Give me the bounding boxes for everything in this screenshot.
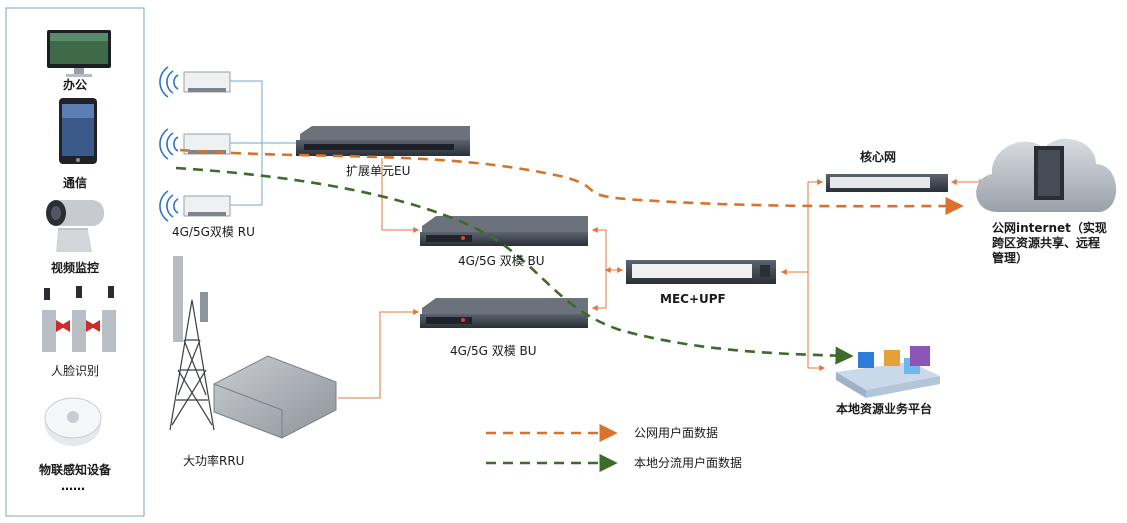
local-flow-line xyxy=(175,166,854,365)
monitor-icon xyxy=(47,30,111,77)
smoke-sensor-icon xyxy=(44,397,102,446)
ru-unit-3 xyxy=(183,195,231,217)
local-resource-platform xyxy=(836,346,940,398)
label-video: 视频监控 xyxy=(50,261,100,275)
bu-rack-1 xyxy=(420,216,588,246)
label-bu-1: 4G/5G 双模 BU xyxy=(458,254,545,268)
legend-label-local: 本地分流用户面数据 xyxy=(634,456,743,470)
antenna-panel xyxy=(173,256,183,342)
core-network-server xyxy=(826,174,948,192)
ru-unit-1 xyxy=(183,71,231,93)
label-comms: 通信 xyxy=(62,176,88,190)
mec-upf-server xyxy=(626,260,776,284)
label-office: 办公 xyxy=(62,78,88,92)
label-core: 核心网 xyxy=(860,150,897,164)
antenna-tower xyxy=(169,299,215,431)
label-internet-line-1: 公网internet（实现 xyxy=(992,221,1107,235)
cloud-internet-icon xyxy=(976,138,1117,212)
label-ru: 4G/5G双模 RU xyxy=(172,225,255,239)
legend-label-public: 公网用户面数据 xyxy=(634,426,719,440)
rru-box xyxy=(213,355,337,439)
face-recognition-gate-icon xyxy=(42,286,116,352)
label-internet: 公网internet（实现 跨区资源共享、远程 管理） xyxy=(992,221,1107,266)
label-internet-line-3: 管理） xyxy=(992,251,1029,265)
cctv-camera-icon xyxy=(46,200,104,252)
mec-core-links xyxy=(780,179,986,371)
ru-eu-links xyxy=(230,80,298,206)
label-bu-2: 4G/5G 双模 BU xyxy=(450,344,537,358)
label-iot: 物联感知设备 xyxy=(38,463,112,477)
bu-mec-links xyxy=(591,227,624,311)
label-more: …… xyxy=(61,479,85,493)
bu-rack-2 xyxy=(420,298,588,328)
label-rru: 大功率RRU xyxy=(183,454,245,468)
public-flow-line xyxy=(179,148,964,216)
label-internet-line-2: 跨区资源共享、远程 xyxy=(992,236,1101,250)
label-local-platform: 本地资源业务平台 xyxy=(836,402,933,416)
antenna-feed xyxy=(200,292,208,322)
wifi-signal-icon xyxy=(159,66,179,222)
label-eu: 扩展单元EU xyxy=(346,164,411,178)
eu-rack xyxy=(296,126,470,156)
smartphone-icon xyxy=(59,98,97,164)
label-mec: MEC+UPF xyxy=(660,292,726,306)
label-face: 人脸识别 xyxy=(50,364,100,378)
